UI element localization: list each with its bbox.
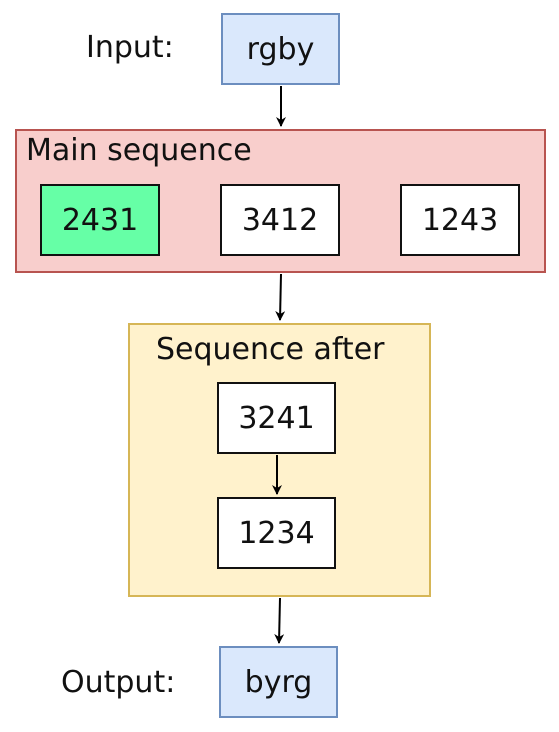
- main-sequence-item: 1243: [400, 184, 520, 256]
- main-sequence-item: 3412: [220, 184, 340, 256]
- output-label: Output:: [61, 665, 176, 700]
- sequence-after-item: 3241: [217, 382, 336, 454]
- sequence-after-item: 1234: [217, 497, 336, 569]
- sequence-after-title: Sequence after: [156, 332, 385, 367]
- input-node: rgby: [221, 13, 340, 85]
- output-node: byrg: [219, 646, 338, 718]
- main-sequence-title: Main sequence: [26, 133, 252, 168]
- arrow-after-to-output: [274, 597, 285, 644]
- main-sequence-item: 2431: [40, 184, 160, 256]
- arrow-main-to-after: [275, 273, 286, 321]
- input-label: Input:: [86, 30, 174, 65]
